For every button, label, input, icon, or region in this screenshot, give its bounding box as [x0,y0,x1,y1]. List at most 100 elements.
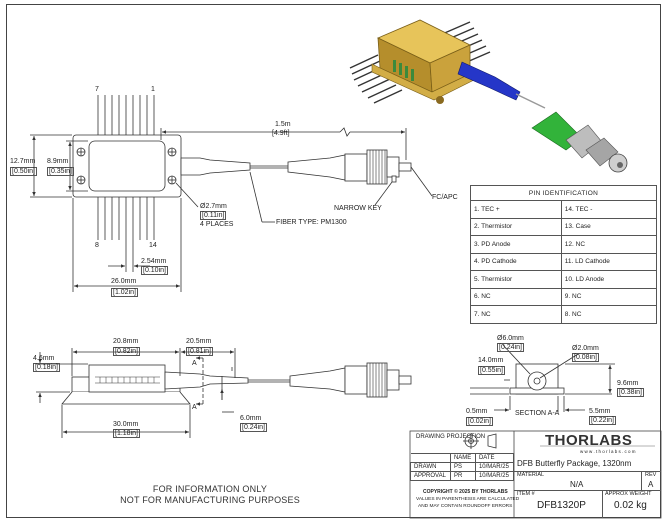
side-dim-flange-in: [0.82in] [113,347,140,356]
sec-dim-outer-dia-in: [0.24in] [497,343,524,352]
pin-cell: 14. TEC - [560,200,658,219]
pin-cell: 2. Thermistor [470,217,562,236]
connector-label: FC/APC [432,194,458,201]
side-dim-boot-dia: 6.0mm [240,415,262,422]
side-dim-total-in: [1.18in] [113,429,140,438]
rev-label: REV [645,472,657,478]
pin-cell: 12. NC [560,235,658,254]
dim-fiber-length-ft: [4.9ft] [272,130,290,137]
pin-cell: 11. LD Cathode [560,252,658,271]
side-view [36,348,412,438]
sec-dim-height-in: [0.38in] [617,388,644,397]
sec-dim-width: 14.0mm [478,357,504,364]
material-label: MATERIAL [517,472,545,478]
pin-cell: 13. Case [560,217,658,236]
approval-table: NAME DATE DRAWN PS 10/MAR/25 APPROVAL PR… [410,453,515,481]
sec-dim-width-in: [0.55in] [478,366,505,375]
rounding-note-2: AND MAY CONTAIN ROUNDOFF ERRORS [418,504,513,509]
col-date: DATE [474,453,515,463]
dim-height-inner: 8.9mm [47,158,69,165]
sec-dim-base-in: [0.02in] [466,417,493,426]
footer-note: FOR INFORMATION ONLY NOT FOR MANUFACTURI… [110,484,310,506]
sec-dim-right-in: [0.22in] [589,416,616,425]
table-row: 4. PD Cathode 11. LD Cathode [470,252,658,271]
dim-fiber-length: 1.5m [275,121,291,128]
top-view [30,95,433,292]
rev-value: A [648,480,654,489]
dim-pitch: 2.54mm [141,258,167,265]
approval-label: APPROVAL [410,471,451,481]
pin-cell: 10. LD Anode [560,270,658,289]
table-row: 1. TEC + 14. TEC - [470,200,658,219]
dim-width-in: [1.02in] [111,288,138,297]
weight-label: APPROX WEIGHT [605,491,652,497]
footer-line-2: NOT FOR MANUFACTURING PURPOSES [120,495,300,505]
table-row: 6. NC 9. NC [470,287,658,306]
pin-identification-table: PIN IDENTIFICATION 1. TEC + 14. TEC - 2.… [470,185,658,324]
pin-cell: 6. NC [470,287,562,306]
sec-dim-inner-dia: Ø2.0mm [572,345,599,352]
side-dim-height: 4.6mm [33,355,55,362]
side-dim-boot: 20.5mm [186,338,212,345]
side-dim-height-in: [0.18in] [33,363,60,372]
copyright: COPYRIGHT © 2025 BY THORLABS [423,489,508,495]
table-row: 3. PD Anode 12. NC [470,235,658,254]
section-label: SECTION A-A [515,410,560,417]
top-pins [97,95,155,137]
drawing-sheet [6,4,661,518]
item-label: ITEM # [517,491,535,497]
table-row: 2. Thermistor 13. Case [470,217,658,236]
drawn-label: DRAWN [410,462,451,472]
pin-table-title: PIN IDENTIFICATION [470,185,657,201]
table-row: 5. Thermistor 10. LD Anode [470,270,658,289]
dim-height-outer-in: [0.50in] [10,167,37,176]
pin-cell: 7. NC [470,305,562,324]
col-name: NAME [449,453,476,463]
description: DFB Butterfly Package, 1320nm [517,459,632,468]
pin-cell: 9. NC [560,287,658,306]
bottom-pins [97,195,155,240]
website: w w w . t h o r l a b s . c o m [580,449,636,454]
pin-label-8: 8 [95,242,99,249]
fiber-type-label: FIBER TYPE: PM1300 [276,219,347,226]
dim-hole: Ø2.7mm [200,203,227,210]
sec-dim-right: 5.5mm [589,408,611,415]
approval-date: 10/MAR/25 [474,471,515,481]
dim-hole-in: [0.11in] [200,211,227,220]
approval-name: PR [449,471,476,481]
narrow-key-label: NARROW KEY [334,205,382,212]
pin-label-1: 1 [151,86,155,93]
dim-pitch-in: [0.10in] [141,266,168,275]
sec-dim-height: 9.6mm [617,380,639,387]
pin-label-14: 14 [149,242,157,249]
side-dim-boot-in: [0.81in] [186,347,213,356]
drawn-name: PS [449,462,476,472]
pin-cell: 1. TEC + [470,200,562,219]
material-value: N/A [570,480,584,489]
sec-dim-base: 0.5mm [466,408,488,415]
sec-dim-outer-dia: Ø6.0mm [497,335,524,342]
weight-value: 0.02 kg [614,500,647,511]
pin-cell: 4. PD Cathode [470,252,562,271]
side-dim-boot-dia-in: [0.24in] [240,423,267,432]
pin-label-7: 7 [95,86,99,93]
section-marker-top: A [192,360,197,367]
projection-symbol [463,433,497,449]
dim-width: 26.0mm [111,278,137,285]
rounding-note-1: VALUES IN PARENTHESIS ARE CALCULATED [416,497,520,502]
drawn-date: 10/MAR/25 [474,462,515,472]
pin-cell: 8. NC [560,305,658,324]
side-dim-total: 30.0mm [113,421,139,428]
footer-line-1: FOR INFORMATION ONLY [152,484,268,494]
pin-cell: 3. PD Anode [470,235,562,254]
dim-height-outer: 12.7mm [10,158,36,165]
projection-label: DRAWING PROJECTION [416,434,486,440]
section-view [470,344,615,412]
side-dim-flange: 20.8mm [113,338,139,345]
title-block-frame [409,430,662,519]
dim-hole-note: 4 PLACES [200,221,234,228]
sec-dim-inner-dia-in: [0.08in] [572,353,599,362]
table-row: 7. NC 8. NC [470,305,658,324]
pin-cell: 5. Thermistor [470,270,562,289]
